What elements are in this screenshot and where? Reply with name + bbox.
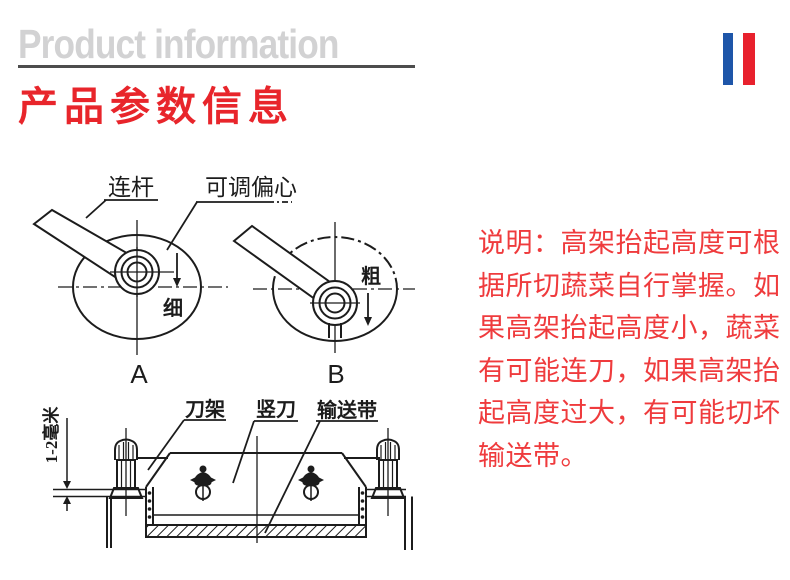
label-fine: 细 <box>163 296 183 320</box>
label-gap-dimension: 1-2毫米 <box>41 406 61 464</box>
label-knife-rest: 刀架 <box>185 398 225 421</box>
label-adjustable-eccentric: 可调偏心 <box>205 175 297 200</box>
description-line: 说明：高架抬起高度可根 <box>478 228 781 258</box>
description-line: 果高架抬起高度小，蔬菜 <box>478 313 781 343</box>
knife-rest-body <box>137 452 380 538</box>
gap-dimension <box>63 418 71 511</box>
leader-lines-bottom <box>147 419 378 534</box>
adjusting-bolt-left <box>108 428 144 516</box>
label-vertical-knife: 竖刀 <box>256 398 296 421</box>
description-line: 输送带。 <box>478 440 588 471</box>
vertical-knife-right <box>298 465 324 501</box>
leader-lines <box>85 199 292 251</box>
accent-bar-blue-icon <box>723 33 733 85</box>
eccentric-diagram: 连杆 可调偏心 细 粗 A B <box>32 175 415 389</box>
description-paragraph: 说明：高架抬起高度可根 据所切蔬菜自行掌握。如 果高架抬起高度小，蔬菜 有可能连… <box>478 222 781 477</box>
side-ledges <box>53 488 406 498</box>
label-conveyor-belt: 输送带 <box>317 398 377 422</box>
adjusting-bolt-right <box>370 428 406 516</box>
label-a: A <box>130 359 148 389</box>
title-english: Product information <box>18 21 339 67</box>
accent-bar-red-icon <box>743 33 755 85</box>
wall-hatch-dots <box>147 491 365 519</box>
vertical-knife-left <box>190 465 216 501</box>
label-b: B <box>327 359 344 389</box>
label-coarse: 粗 <box>361 265 381 288</box>
description-line: 起高度过大，有可能切坏 <box>478 398 781 428</box>
wheel-b <box>232 222 415 353</box>
title-underline <box>18 65 415 68</box>
knife-rest-diagram: 刀架 竖刀 输送带 1-2毫米 <box>41 398 413 550</box>
description-line: 据所切蔬菜自行掌握。如 <box>478 270 781 301</box>
title-chinese: 产品参数信息 <box>18 85 294 129</box>
wheel-a <box>32 208 228 355</box>
frame-legs <box>106 496 413 550</box>
description-line: 有可能连刀，如果高架抬 <box>478 355 781 386</box>
label-connecting-rod: 连杆 <box>108 175 154 200</box>
